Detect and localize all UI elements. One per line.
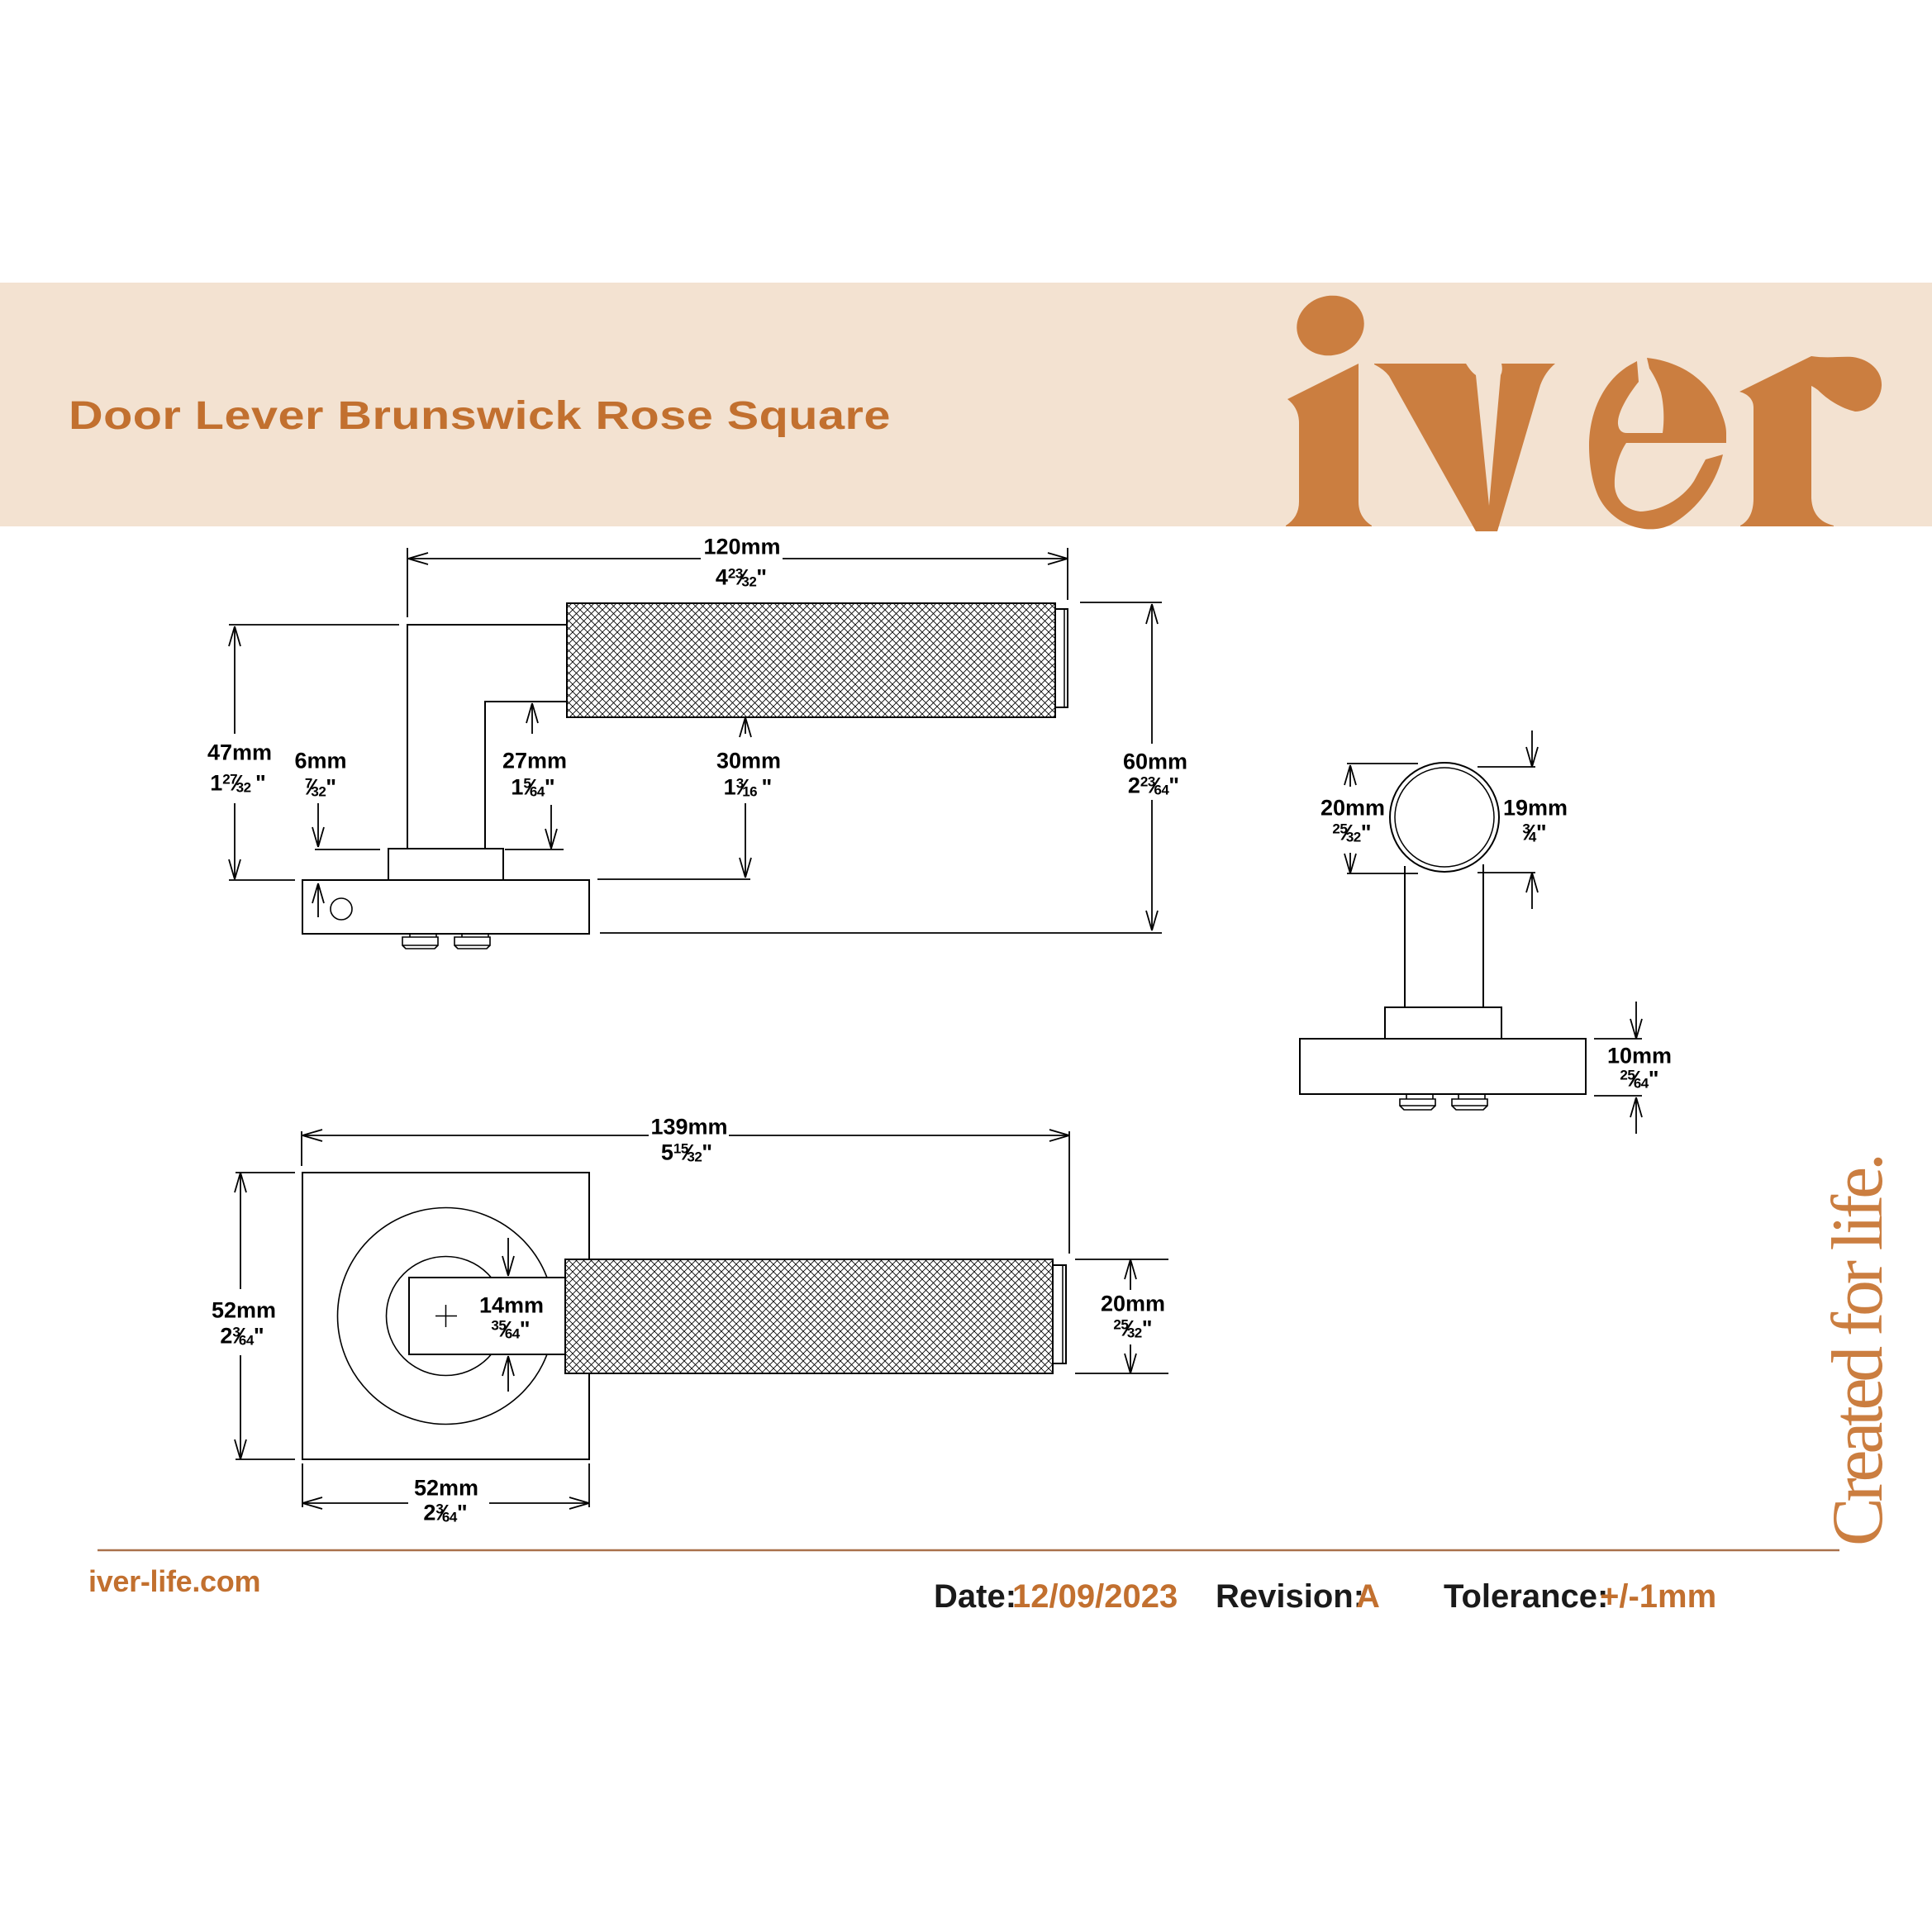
svg-text:Created for life.: Created for life. [1818,1153,1898,1546]
